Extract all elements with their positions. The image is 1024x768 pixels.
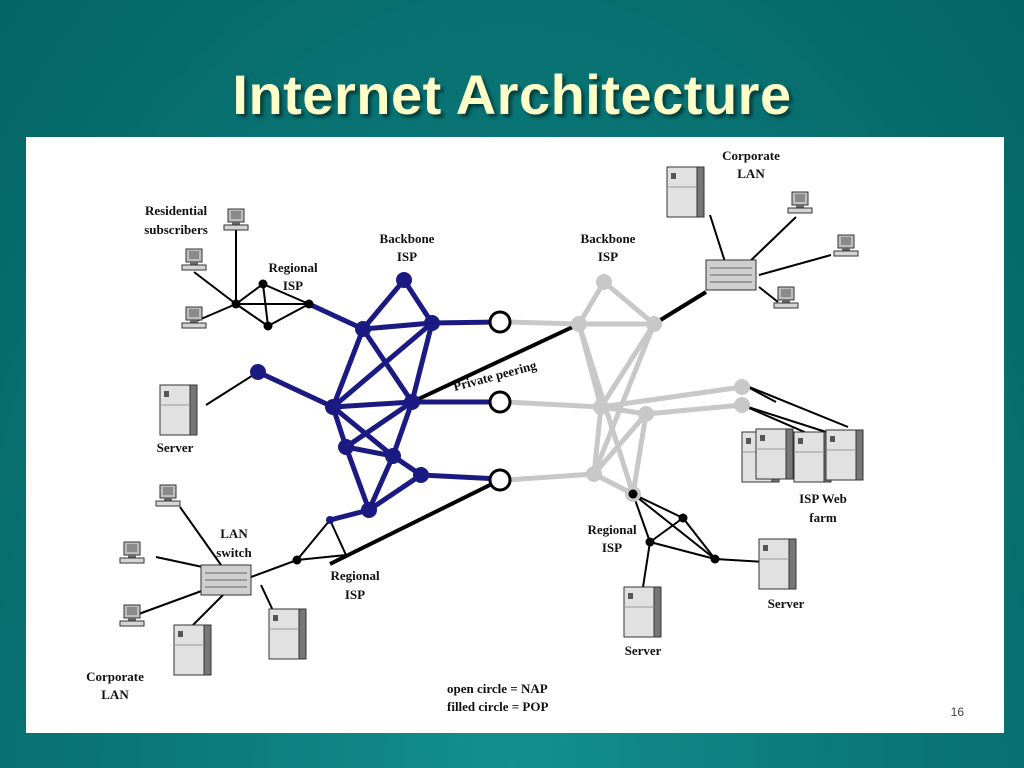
label-server-left: Server bbox=[157, 440, 194, 455]
corporate-switch-icon bbox=[705, 259, 757, 291]
label-regional-isp-bl-1: Regional bbox=[330, 568, 380, 583]
label-backbone-right-2: ISP bbox=[598, 249, 618, 264]
trunk-links bbox=[329, 290, 708, 566]
label-lan-switch-2: switch bbox=[216, 545, 252, 560]
web-farm-server-icon-4 bbox=[825, 429, 864, 481]
label-server-br: Server bbox=[768, 596, 805, 611]
label-corporate-lan-bl-2: LAN bbox=[101, 687, 129, 702]
server-icon-bottom-right bbox=[758, 538, 797, 590]
label-server-bottom: Server bbox=[625, 643, 662, 658]
label-residential-2: subscribers bbox=[144, 222, 208, 237]
corporate-pc-icon-2 bbox=[833, 234, 859, 257]
lan-pc-icon-3 bbox=[119, 604, 145, 627]
nap-nodes bbox=[488, 310, 512, 492]
lan-pc-icon-2 bbox=[119, 541, 145, 564]
corporate-pc-icon-1 bbox=[787, 191, 813, 214]
server-icon-left bbox=[159, 384, 198, 436]
web-farm-server-icon-2 bbox=[755, 428, 794, 480]
label-corporate-lan-tr-2: LAN bbox=[737, 166, 765, 181]
pop-nodes-left bbox=[250, 272, 440, 524]
label-backbone-left-1: Backbone bbox=[380, 231, 435, 246]
corporate-server-icon bbox=[666, 166, 705, 218]
label-isp-web-farm-2: farm bbox=[809, 510, 837, 525]
lan-switch-icon bbox=[200, 564, 252, 596]
label-corporate-lan-tr-1: Corporate bbox=[722, 148, 780, 163]
legend-pop: filled circle = POP bbox=[447, 699, 548, 714]
web-farm-server-icon-3 bbox=[793, 431, 832, 483]
label-residential-1: Residential bbox=[145, 203, 208, 218]
residential-pc-icon-2 bbox=[181, 248, 207, 271]
lan-server-icon-1 bbox=[173, 624, 212, 676]
corporate-pc-icon-3 bbox=[773, 286, 799, 309]
lan-pc-icon-1 bbox=[155, 484, 181, 507]
network-diagram: Residential subscribers Regional ISP Bac… bbox=[86, 148, 864, 714]
backbone-isp-left bbox=[256, 278, 501, 523]
label-regional-isp-br-2: ISP bbox=[602, 540, 622, 555]
label-backbone-right-1: Backbone bbox=[581, 231, 636, 246]
diagram-panel: Residential subscribers Regional ISP Bac… bbox=[26, 137, 1004, 733]
label-isp-web-farm-1: ISP Web bbox=[799, 491, 847, 506]
page-number: 16 bbox=[950, 705, 964, 719]
label-lan-switch-1: LAN bbox=[220, 526, 248, 541]
label-regional-isp-br-1: Regional bbox=[587, 522, 637, 537]
access-links bbox=[135, 214, 849, 643]
slide-title: Internet Architecture bbox=[232, 63, 792, 126]
label-backbone-left-2: ISP bbox=[397, 249, 417, 264]
label-corporate-lan-bl-1: Corporate bbox=[86, 669, 144, 684]
label-regional-isp-tl-1: Regional bbox=[268, 260, 318, 275]
legend-nap: open circle = NAP bbox=[447, 681, 548, 696]
regional-pop-nodes bbox=[231, 279, 720, 565]
label-regional-isp-tl-2: ISP bbox=[283, 278, 303, 293]
label-regional-isp-bl-2: ISP bbox=[345, 587, 365, 602]
server-icon-bottom bbox=[623, 586, 662, 638]
lan-server-icon-2 bbox=[268, 608, 307, 660]
residential-pc-icon-1 bbox=[223, 208, 249, 231]
backbone-isp-right bbox=[505, 280, 743, 497]
residential-pc-icon-3 bbox=[181, 306, 207, 329]
